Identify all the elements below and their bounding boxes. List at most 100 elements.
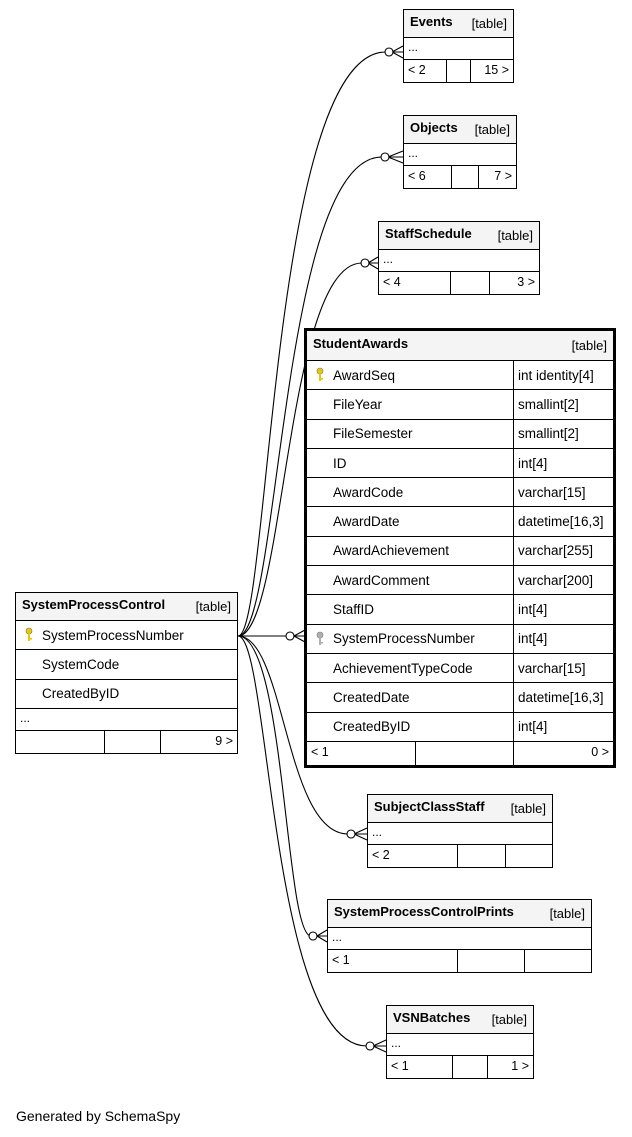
column-name: AchievementTypeCode (333, 660, 473, 676)
column-row[interactable]: AchievementTypeCode varchar[15] (307, 653, 613, 684)
column-name: CreatedByID (42, 686, 120, 702)
column-name: AwardAchievement (333, 543, 450, 559)
column-row[interactable]: ID int[4] (307, 448, 613, 479)
column-row[interactable]: SystemProcessNumber int[4] (307, 624, 613, 654)
table-studentawards[interactable]: StudentAwards [table] AwardSeq int identit… (304, 328, 616, 768)
column-row[interactable]: CreatedByID int[4] (307, 712, 613, 742)
column-row[interactable]: CreatedDate datetime[16,3] (307, 683, 613, 713)
child-count[interactable]: 9 > (160, 730, 237, 753)
row-count (451, 166, 478, 188)
column-name: CreatedDate (333, 689, 410, 705)
column-name: AwardDate (333, 514, 400, 530)
table-name: SystemProcessControlPrints (334, 904, 514, 919)
row-count (450, 272, 489, 294)
table-name: StaffSchedule (385, 226, 472, 241)
column-type: int[4] (518, 602, 548, 618)
column-row[interactable]: CreatedByID (16, 680, 237, 709)
primary-key-icon (24, 627, 38, 643)
column-row[interactable]: AwardAchievement varchar[255] (307, 536, 613, 567)
parent-count[interactable] (16, 731, 104, 753)
table-tag: [table] (491, 1012, 527, 1027)
child-count[interactable]: 7 > (478, 166, 516, 188)
child-count[interactable]: 15 > (470, 60, 513, 82)
column-type: smallint[2] (518, 396, 579, 412)
table-ellipsis: ... (404, 38, 513, 60)
table-name: SystemProcessControl (22, 597, 166, 612)
column-name: SystemProcessNumber (333, 631, 475, 647)
row-count (446, 60, 470, 82)
column-name: CreatedByID (333, 719, 411, 735)
column-type: datetime[16,3] (518, 514, 604, 530)
table-tag: [table] (195, 599, 231, 614)
parent-count[interactable]: < 2 (372, 848, 390, 862)
column-name: SystemCode (42, 656, 120, 672)
primary-key-icon (315, 367, 329, 383)
column-name: AwardCode (333, 484, 404, 500)
column-type: varchar[255] (518, 543, 594, 559)
foreign-key-icon (315, 631, 329, 647)
table-ellipsis: ... (368, 823, 552, 845)
column-row[interactable]: AwardSeq int identity[4] (307, 361, 613, 391)
child-count[interactable]: 3 > (489, 272, 539, 294)
column-name: FileYear (333, 396, 383, 412)
table-ellipsis: ... (387, 1034, 533, 1056)
column-row[interactable]: AwardDate datetime[16,3] (307, 507, 613, 537)
child-count[interactable] (524, 950, 591, 972)
column-type: smallint[2] (518, 426, 579, 442)
column-row[interactable]: SystemProcessNumber (16, 621, 237, 651)
table-tag: [table] (549, 906, 585, 921)
column-type: int[4] (518, 719, 548, 735)
parent-count[interactable]: < 2 (408, 63, 426, 77)
column-type: int[4] (518, 631, 548, 647)
child-count[interactable] (505, 845, 552, 867)
column-row[interactable]: FileYear smallint[2] (307, 390, 613, 420)
row-count (452, 1056, 487, 1078)
table-ellipsis: ... (404, 144, 516, 166)
column-name: StaffID (333, 602, 375, 618)
table-systemprocesscontrol[interactable]: SystemProcessControl [table] SystemProces… (15, 592, 238, 754)
column-type: datetime[16,3] (518, 689, 604, 705)
table-tag: [table] (571, 338, 607, 353)
table-ellipsis: ... (328, 928, 591, 950)
parent-count[interactable]: < 1 (311, 744, 329, 759)
column-type: int identity[4] (518, 367, 594, 383)
row-count (457, 950, 524, 972)
table-name: StudentAwards (313, 336, 409, 351)
column-name: AwardSeq (333, 367, 396, 383)
table-tag: [table] (510, 801, 546, 816)
table-tag: [table] (471, 16, 507, 31)
column-row[interactable]: AwardComment varchar[200] (307, 566, 613, 596)
parent-count[interactable]: < 4 (383, 275, 401, 289)
table-tag: [table] (474, 122, 510, 137)
column-name: SystemProcessNumber (42, 627, 184, 643)
column-name: ID (333, 455, 347, 471)
column-name: AwardComment (333, 572, 430, 588)
row-count (415, 741, 513, 765)
table-objects[interactable]: Objects [table] ... < 6 7 > (403, 115, 517, 189)
parent-count[interactable]: < 1 (391, 1059, 409, 1073)
column-type: int[4] (518, 455, 548, 471)
row-count (457, 845, 505, 867)
column-row[interactable]: SystemCode (16, 650, 237, 680)
child-count[interactable]: 0 > (513, 741, 613, 765)
table-name: SubjectClassStaff (374, 799, 485, 814)
column-type: varchar[15] (518, 660, 586, 676)
parent-count[interactable]: < 6 (408, 169, 426, 183)
child-count[interactable]: 1 > (487, 1056, 533, 1078)
table-tag: [table] (497, 228, 533, 243)
column-row[interactable]: StaffID int[4] (307, 595, 613, 625)
row-count (104, 730, 160, 753)
table-name: Objects (410, 120, 458, 135)
column-type: varchar[200] (518, 572, 594, 588)
parent-count[interactable]: < 1 (332, 953, 350, 967)
table-ellipsis: ... (16, 709, 237, 731)
table-systemprocesscontrolprints[interactable]: SystemProcessControlPrints [table] ... < … (327, 899, 592, 973)
generated-by-footer: Generated by SchemaSpy (16, 1108, 181, 1124)
table-subjectclassstaff[interactable]: SubjectClassStaff [table] ... < 2 (367, 794, 553, 868)
